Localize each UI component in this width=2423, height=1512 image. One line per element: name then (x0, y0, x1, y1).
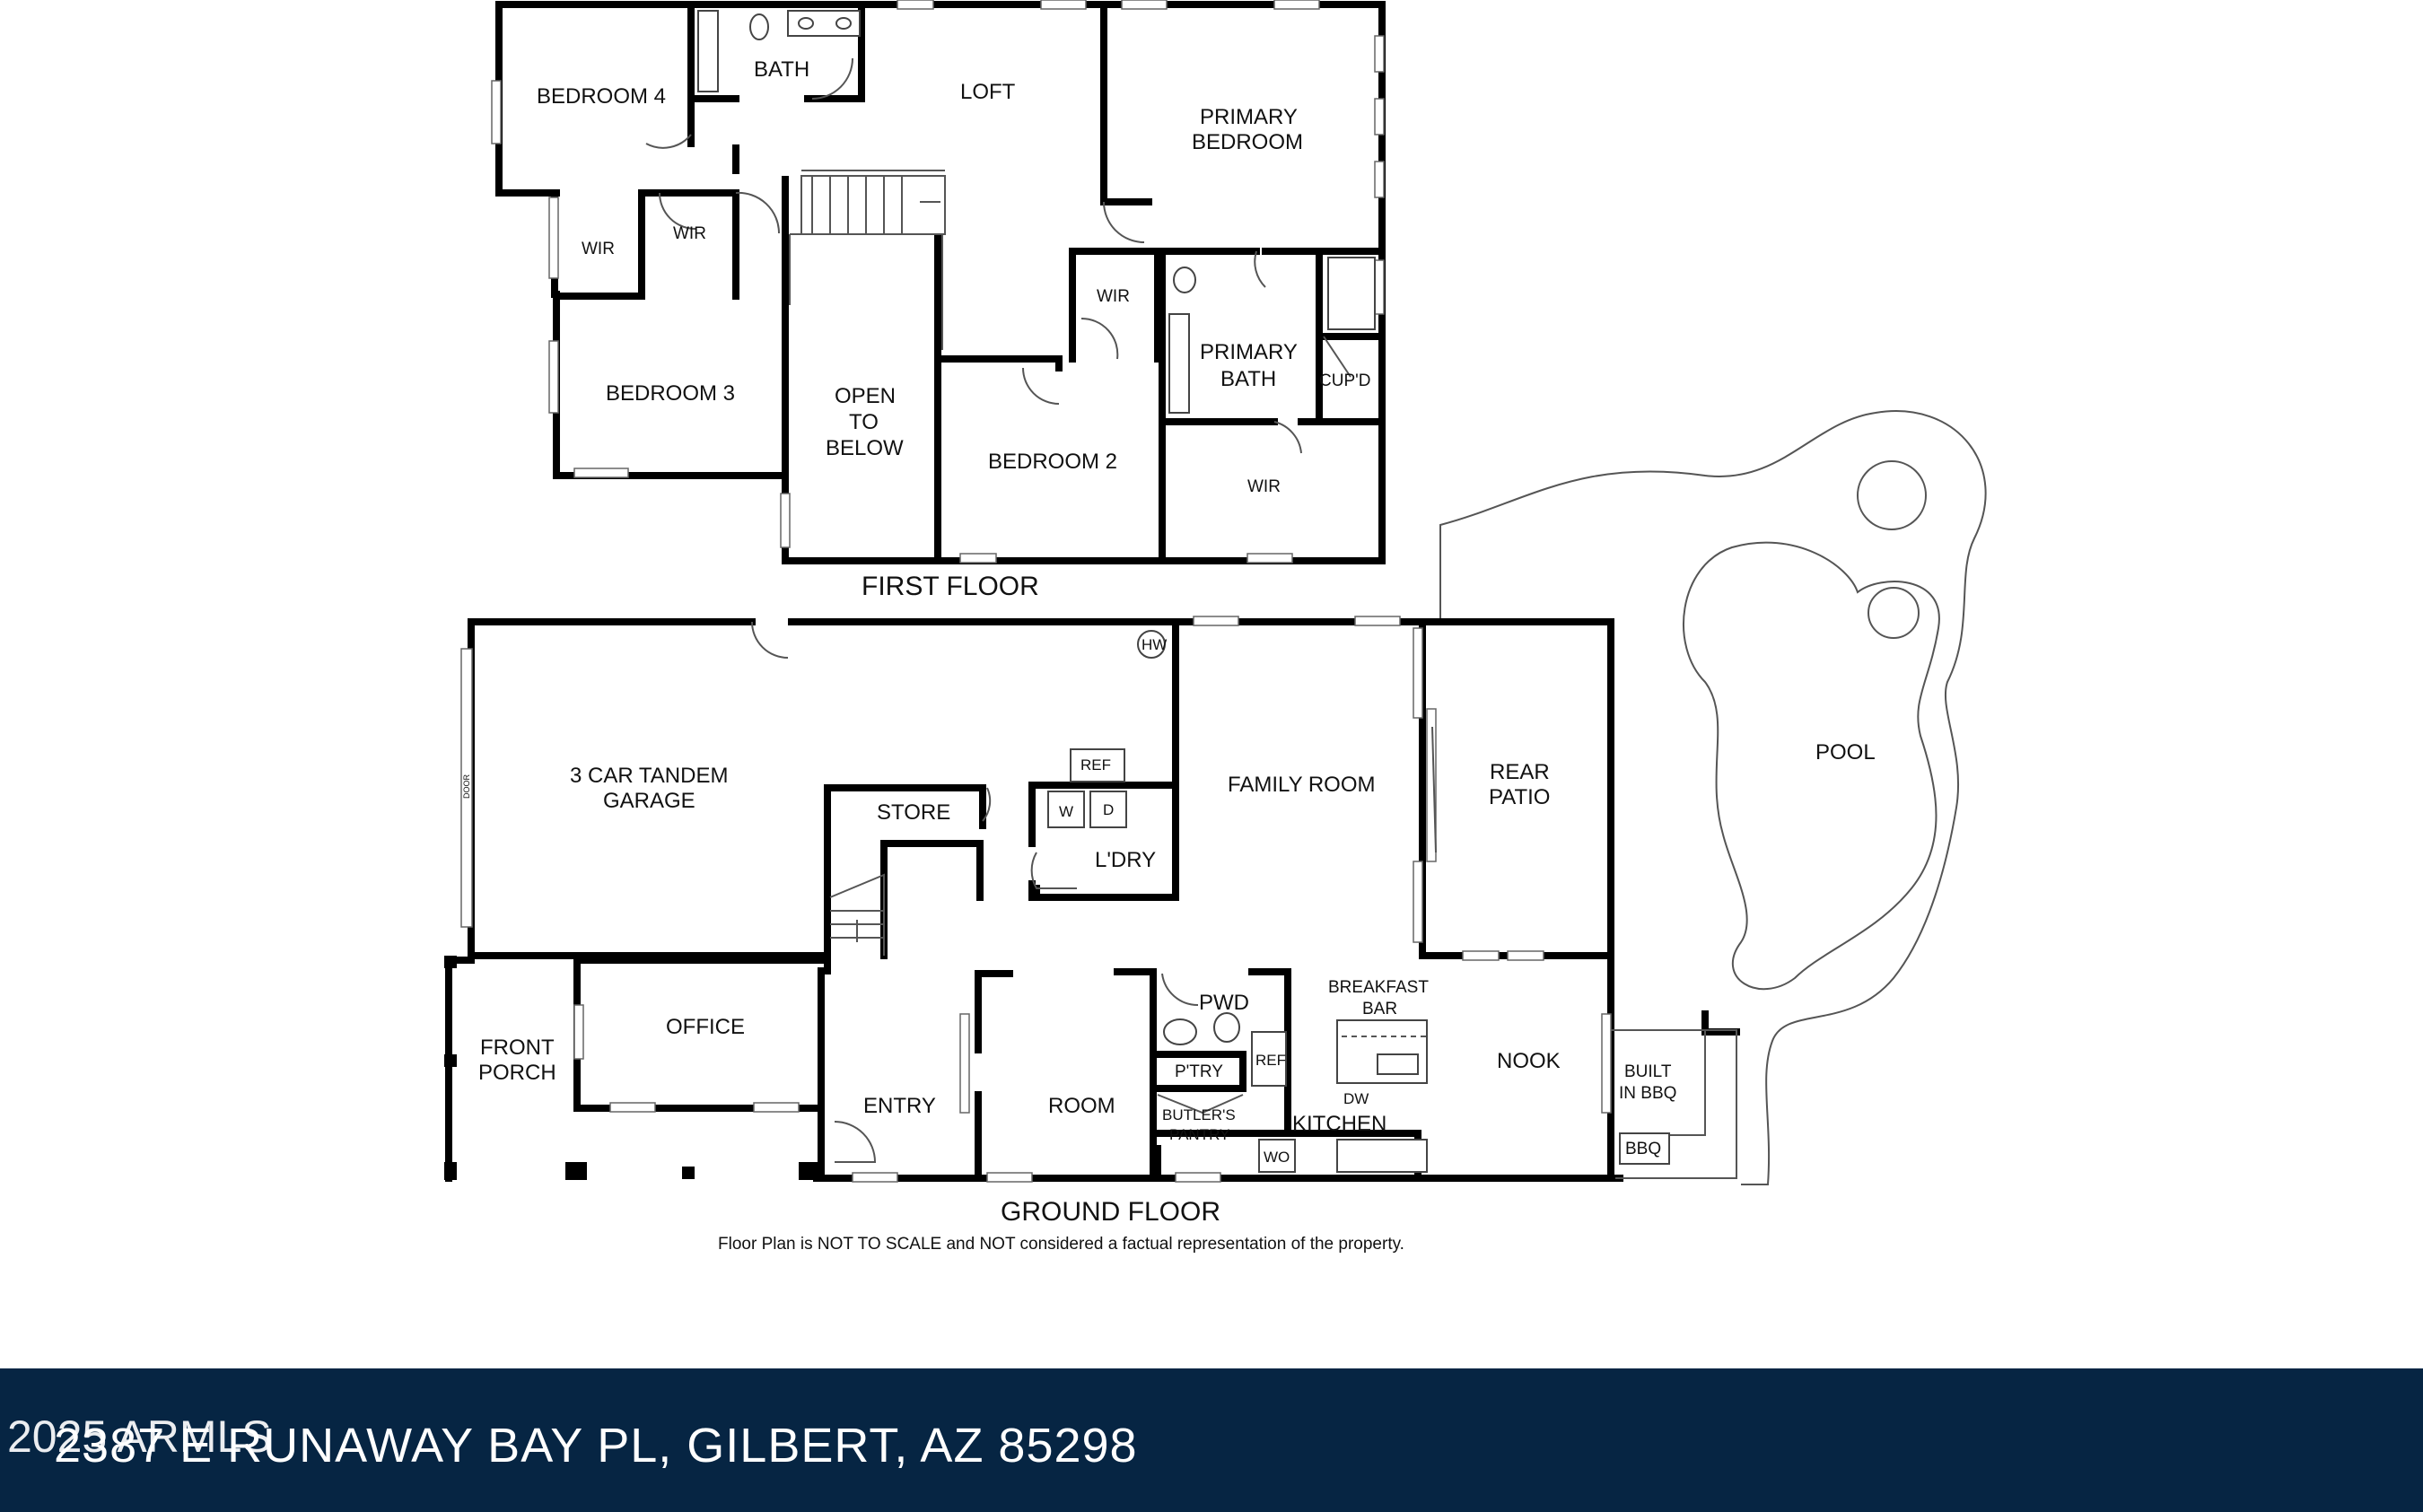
primary-bath-label-line2: BATH (1220, 367, 1276, 391)
kitchen-label: KITCHEN (1292, 1112, 1386, 1136)
front-porch-label-line2: PORCH (478, 1061, 556, 1085)
bath-label: BATH (754, 57, 809, 82)
nook-label: NOOK (1497, 1049, 1561, 1073)
powder-room-label: PWD (1199, 991, 1249, 1015)
first-floor-plan: BEDROOM 4 BATH LOFT PRIMARY BEDROOM WIR … (491, 0, 1386, 601)
dishwasher-label: DW (1343, 1090, 1369, 1107)
built-in-bbq-label-line1: BUILT (1624, 1062, 1672, 1081)
room-label: ROOM (1048, 1094, 1115, 1118)
first-floor-title: FIRST FLOOR (862, 572, 1039, 601)
cupboard-label: CUP'D (1319, 371, 1370, 390)
wall-oven-label: WO (1264, 1149, 1290, 1166)
loft-label: LOFT (960, 80, 1016, 104)
built-in-bbq-label-line2: IN BBQ (1619, 1084, 1676, 1103)
front-porch-label-line1: FRONT (480, 1036, 555, 1060)
open-to-below-line1: OPEN (835, 384, 896, 408)
bedroom-3-label: BEDROOM 3 (606, 381, 735, 406)
garage-label-line2: GARAGE (603, 789, 695, 813)
pool-label: POOL (1815, 740, 1876, 765)
bedroom-2-label: BEDROOM 2 (988, 450, 1117, 474)
pool-outline (1683, 541, 1940, 991)
yard-outline (1439, 410, 1987, 1185)
primary-bedroom-label-line2: BEDROOM (1192, 130, 1303, 154)
breakfast-bar-label-line1: BREAKFAST (1328, 978, 1429, 997)
ground-floor-plan: 3 CAR TANDEM GARAGE HW REF STORE W D L'D… (444, 616, 1740, 1254)
first-floor-stairs (789, 170, 946, 350)
washer-label: W (1059, 803, 1073, 820)
pool-area: POOL (1439, 410, 1987, 1185)
ground-floor-title: GROUND FLOOR (1001, 1197, 1220, 1227)
wir-label: WIR (1097, 287, 1130, 306)
pantry-label: P'TRY (1175, 1062, 1223, 1081)
property-address: 2387 E RUNAWAY BAY PL, GILBERT, AZ 85298 (54, 1419, 1138, 1473)
entry-label: ENTRY (863, 1094, 936, 1118)
open-to-below-line3: BELOW (826, 436, 904, 460)
wir-label: WIR (673, 224, 706, 243)
disclaimer-text: Floor Plan is NOT TO SCALE and NOT consi… (718, 1235, 1404, 1254)
ground-floor-stairs (829, 873, 885, 956)
footer-bar (0, 1368, 2423, 1512)
office-label: OFFICE (666, 1015, 745, 1039)
wir-label: WIR (582, 240, 615, 258)
store-label: STORE (877, 800, 950, 825)
open-to-below-line2: TO (849, 410, 879, 434)
bbq-label: BBQ (1625, 1140, 1661, 1158)
bedroom-4-label: BEDROOM 4 (537, 84, 666, 109)
primary-bedroom-label-line1: PRIMARY (1200, 105, 1298, 129)
laundry-fridge-label: REF (1080, 756, 1111, 773)
garage-label-line1: 3 CAR TANDEM (570, 764, 728, 788)
rear-patio-label-line1: REAR (1490, 760, 1550, 784)
primary-bath-label-line1: PRIMARY (1200, 340, 1298, 364)
water-heater-label: HW (1142, 636, 1167, 653)
rear-patio-label-line2: PATIO (1489, 785, 1550, 809)
breakfast-bar-label-line2: BAR (1362, 1000, 1397, 1018)
dryer-label: D (1103, 801, 1114, 818)
floor-plan: BEDROOM 4 BATH LOFT PRIMARY BEDROOM WIR … (444, 0, 1987, 1254)
kitchen-fridge-label: REF (1255, 1052, 1286, 1069)
garage-door-label: DOOR (462, 773, 471, 799)
laundry-label: L'DRY (1095, 848, 1156, 872)
butlers-pantry-label-line2: PANTRY (1169, 1126, 1229, 1143)
family-room-label: FAMILY ROOM (1228, 773, 1375, 797)
copyright-text: 2025 ARMLS (7, 1411, 272, 1462)
butlers-pantry-label-line1: BUTLER'S (1162, 1106, 1236, 1123)
wir-label: WIR (1247, 477, 1281, 496)
